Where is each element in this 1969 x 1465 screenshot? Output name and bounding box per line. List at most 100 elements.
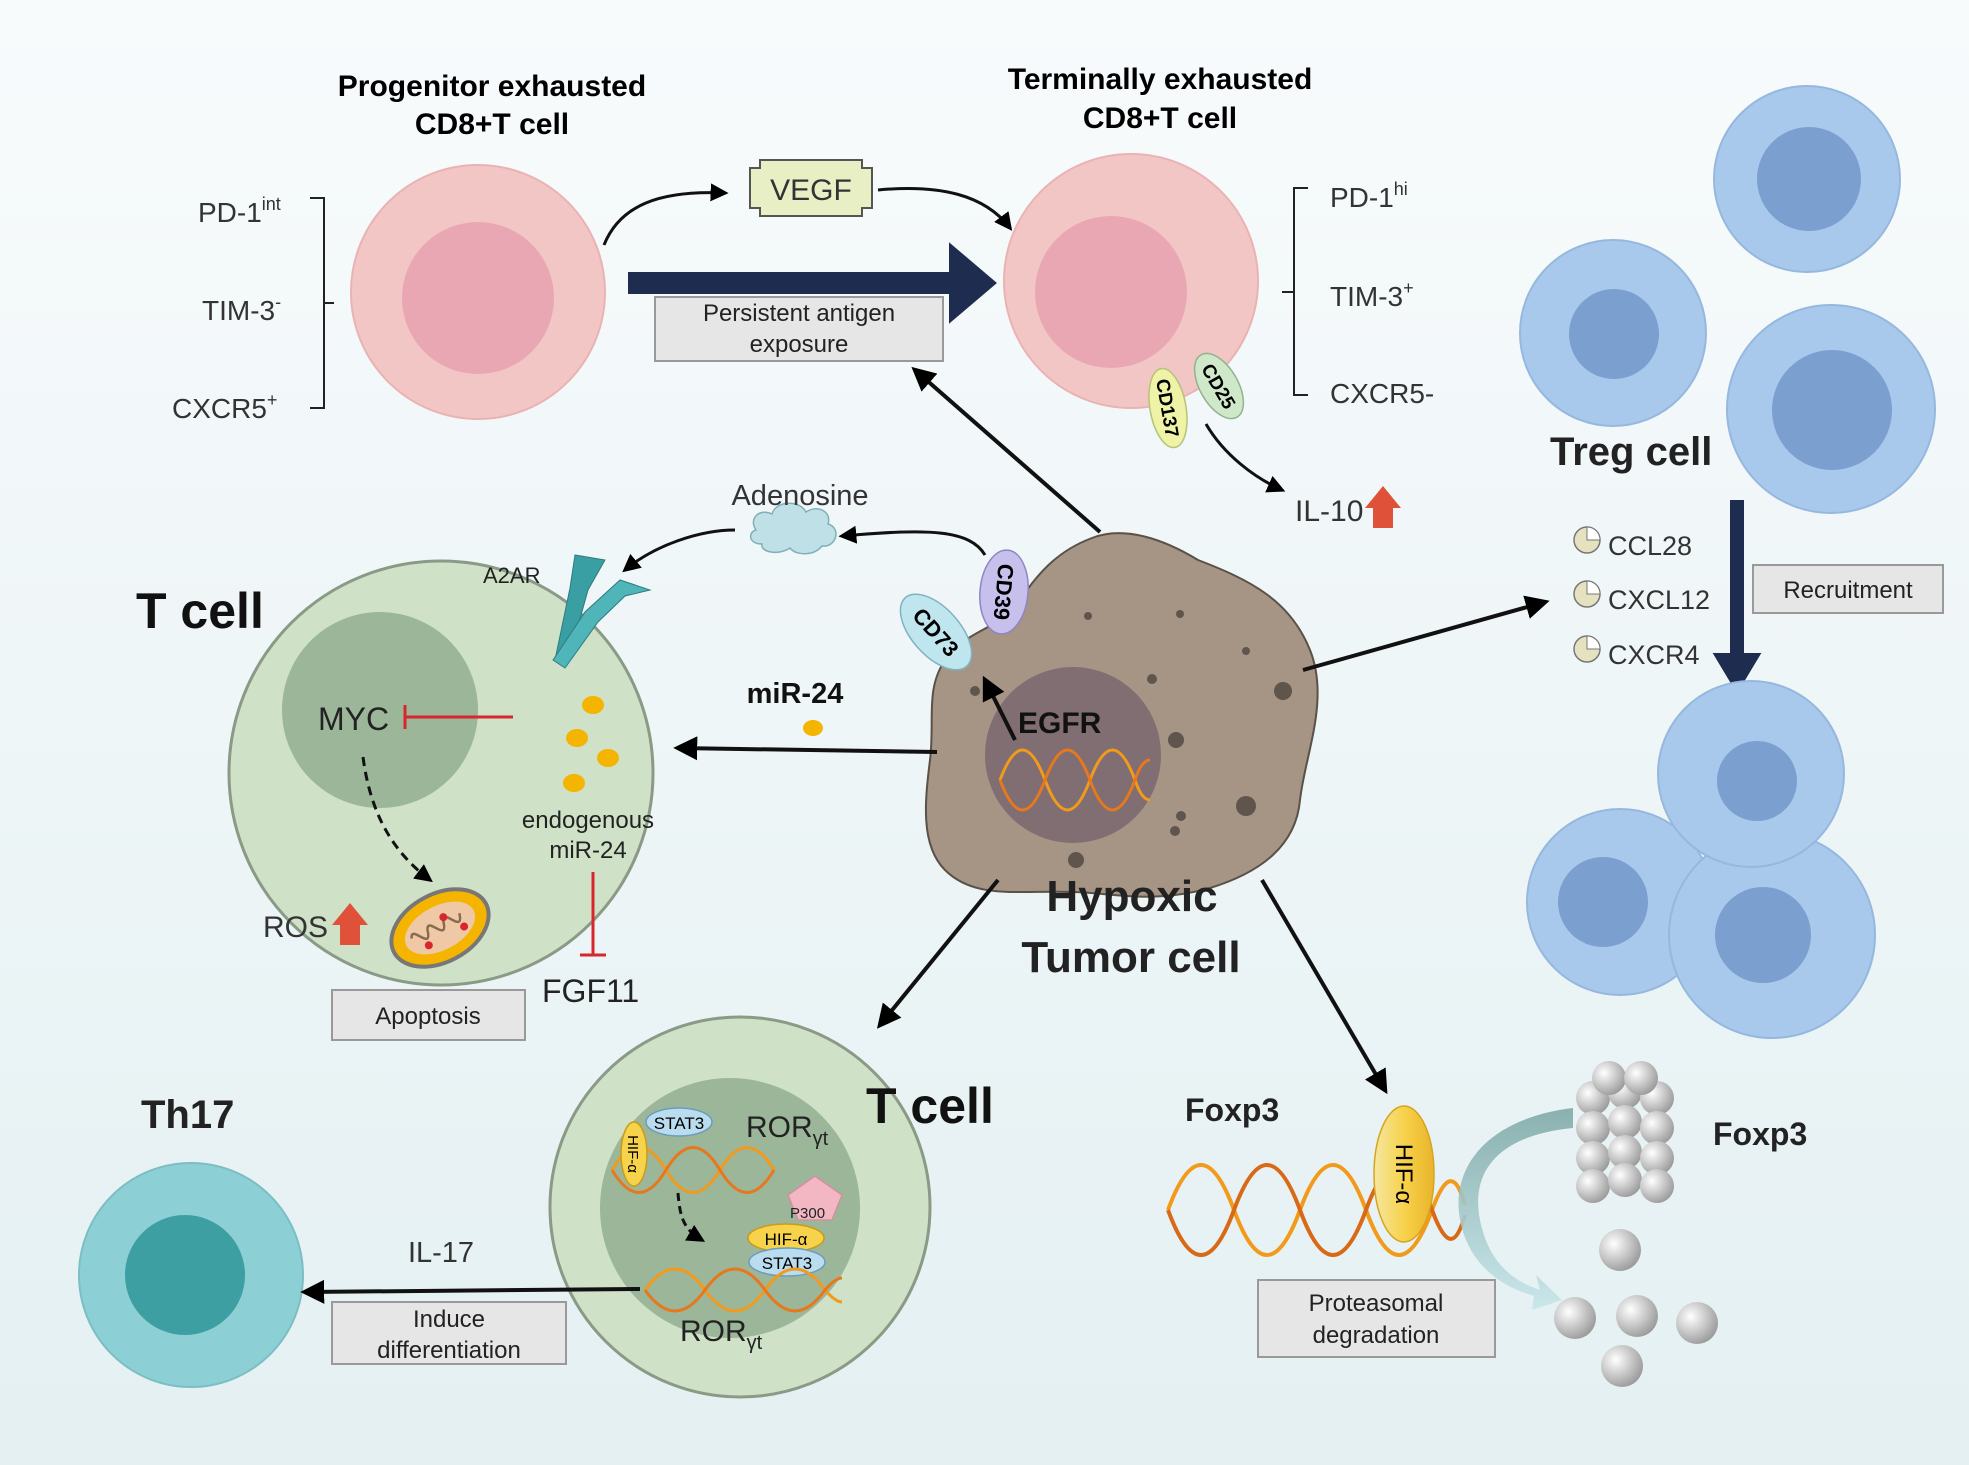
inhibit-fgf11: [580, 872, 606, 957]
th17-cell: [78, 1162, 304, 1388]
il17-label: IL-17: [408, 1237, 474, 1269]
proteasomal-box: [1257, 1279, 1496, 1358]
ror-lower-label: RORγt: [680, 1315, 763, 1354]
p300-label: P300: [790, 1205, 825, 1222]
hif-a-foxp3: HIF-α: [1373, 1105, 1435, 1243]
ror-upper-sub: γt: [813, 1128, 829, 1150]
stat3-to-complex-arrow: [676, 1192, 706, 1242]
arrow-to-adenosine: [838, 525, 987, 556]
tim3-text: TIM-3: [202, 295, 275, 326]
foxp3-dna: [1166, 1163, 1467, 1257]
hif-a-lower-label: HIF-α: [765, 1230, 808, 1249]
persistent-antigen-line1: Persistent antigen: [703, 300, 895, 327]
proteasomal-line2: degradation: [1313, 1322, 1440, 1349]
recruitment-label: Recruitment: [1783, 577, 1913, 604]
degraded-fragments: [1554, 1229, 1718, 1387]
cxcr5-minus-label: CXCR5-: [1330, 378, 1434, 409]
vegf-box: [749, 159, 873, 217]
pd1-hi-sup: hi: [1394, 179, 1408, 199]
arrow-to-il10: [1204, 423, 1286, 493]
cxcr5-plus-sup: +: [267, 390, 278, 410]
terminal-exhausted-cell: [1003, 153, 1259, 409]
inhibit-myc: [403, 705, 513, 729]
myc-label: MYC: [318, 701, 389, 737]
pd1-hi-label: PD-1hi: [1330, 179, 1408, 213]
cxcr4-icon: [1573, 635, 1601, 663]
treg-recruited-right: [1668, 831, 1876, 1039]
arrow-tumor-to-foxp3: [1260, 878, 1388, 1095]
progenitor-title-line2: CD8+T cell: [415, 108, 569, 141]
tim3-minus-label: TIM-3-: [202, 292, 281, 326]
foxp3-right-label: Foxp3: [1713, 1116, 1807, 1152]
egfr-label: EGFR: [1018, 707, 1102, 740]
tumor-title-line1: Hypoxic: [1046, 872, 1217, 921]
apoptosis-box: [331, 989, 526, 1041]
treg-cell-right: [1726, 304, 1936, 514]
mitochondrion: [389, 887, 491, 969]
endogenous-mir24-dots: [563, 696, 619, 792]
arrow-to-vegf: [602, 183, 729, 246]
a2ar-label: A2AR: [483, 563, 540, 588]
tumor-granules: [970, 610, 1292, 868]
ror-lower-sub: γt: [747, 1332, 763, 1354]
arrow-tumor-to-persistent: [911, 366, 1102, 534]
tumor-nucleus: [985, 667, 1161, 843]
il10-label: IL-10: [1295, 495, 1363, 528]
cxcr4-label: CXCR4: [1608, 640, 1700, 670]
recruitment-arrow: [1712, 500, 1762, 694]
ror-upper-text: ROR: [746, 1111, 813, 1144]
treg-title: Treg cell: [1550, 430, 1712, 474]
ros-label: ROS: [263, 911, 328, 944]
proteasome: [1576, 1061, 1674, 1203]
ccl28-label: CCL28: [1608, 531, 1692, 561]
treg-recruited-top: [1657, 680, 1845, 868]
hif-a-upper: HIF-α: [620, 1121, 648, 1187]
arrow-tumor-to-tcell-mir24: [673, 736, 938, 761]
pd1-text: PD-1: [198, 197, 262, 228]
progenitor-marker-bracket: [310, 197, 334, 409]
proteasomal-line1: Proteasomal: [1309, 1290, 1444, 1317]
tumor-title-line2: Tumor cell: [1021, 933, 1240, 982]
tim3-minus-sup: -: [275, 292, 281, 312]
treg-cell-top: [1713, 85, 1901, 273]
mir24-label: miR-24: [747, 678, 844, 710]
persistent-antigen-arrow: [628, 242, 997, 324]
progenitor-exhausted-cell: [350, 164, 606, 420]
a2ar-receptor: [552, 554, 652, 669]
induce-differentiation-box: [331, 1301, 567, 1365]
tim3-plus-sup: +: [1403, 278, 1414, 298]
cxcl12-icon: [1573, 580, 1601, 608]
cxcr5-plus-label: CXCR5+: [172, 390, 277, 424]
cd39-receptor: CD39: [979, 549, 1029, 635]
arrow-tumor-to-chemokines: [1302, 595, 1550, 672]
th17-title: Th17: [141, 1093, 234, 1137]
hif-a-foxp3-label: HIF-α: [1390, 1144, 1417, 1205]
egfr-dna: [998, 748, 1151, 812]
endogenous-line1: endogenous: [522, 807, 654, 834]
fgf11-label: FGF11: [542, 973, 639, 1009]
arrow-tumor-to-tcell-bottom: [876, 878, 1000, 1029]
progenitor-title-line1: Progenitor exhausted: [338, 70, 646, 103]
ror-dna-lower: [643, 1267, 843, 1313]
arrow-tcell-to-th17: [300, 1279, 641, 1304]
tcell-bottom-title: T cell: [866, 1078, 994, 1134]
adenosine-cloud: [749, 502, 837, 555]
foxp3-left-label: Foxp3: [1185, 1092, 1279, 1128]
vegf-label: VEGF: [770, 174, 852, 207]
arrow-egfr-to-cd73: [982, 675, 1017, 741]
induce-line1: Induce: [413, 1306, 485, 1333]
stat3-upper: STAT3: [645, 1107, 713, 1137]
recruitment-box: [1752, 564, 1944, 614]
pd1-int-sup: int: [262, 194, 281, 214]
ros-up-arrow: [332, 903, 368, 945]
terminal-title-line1: Terminally exhausted: [1008, 63, 1313, 96]
tim3-text-terminal: TIM-3: [1330, 281, 1403, 312]
apoptosis-label: Apoptosis: [375, 1003, 480, 1030]
cxcr5-text: CXCR5: [172, 393, 267, 424]
cd137-receptor: CD137: [1148, 367, 1188, 449]
treg-cell-left: [1519, 239, 1707, 427]
degradation-curved-arrow: [1458, 1108, 1573, 1310]
arrow-adenosine-to-a2ar: [622, 528, 736, 573]
p300: P300: [787, 1175, 843, 1222]
